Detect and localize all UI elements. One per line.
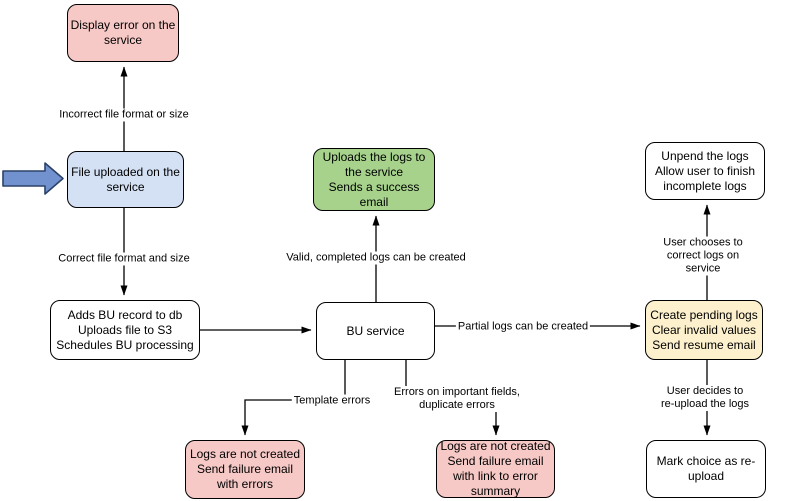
node-bu-service: BU service <box>316 302 435 360</box>
edge-label-user-reuploads: User decides to re-upload the logs <box>657 385 753 411</box>
node-unpend-logs: Unpend the logs Allow user to finish inc… <box>645 142 765 200</box>
node-adds-bu-record: Adds BU record to db Uploads file to S3 … <box>50 300 200 360</box>
edge-label-user-corrects: User chooses to correct logs on service <box>654 236 752 276</box>
edge-label-template-errors: Template errors <box>291 394 373 408</box>
edge-label-incorrect-file: Incorrect file format or size <box>57 108 191 122</box>
edge-label-partial-logs: Partial logs can be created <box>455 320 591 334</box>
node-logs-not-created-summary: Logs are not created Send failure email … <box>436 439 555 498</box>
node-display-error: Display error on the service <box>67 4 179 62</box>
node-create-pending: Create pending logs Clear invalid values… <box>645 300 763 360</box>
node-logs-not-created-errors: Logs are not created Send failure email … <box>185 440 305 499</box>
node-mark-reupload: Mark choice as re- upload <box>646 440 766 498</box>
edge-label-important-errors: Errors on important fields, duplicate er… <box>392 386 522 412</box>
node-uploads-logs: Uploads the logs to the service Sends a … <box>313 148 435 211</box>
edge-label-valid-logs: Valid, completed logs can be created <box>284 251 468 265</box>
entry-pointer-icon <box>2 162 64 195</box>
edge-label-correct-file: Correct file format and size <box>56 252 192 266</box>
node-file-uploaded: File uploaded on the service <box>67 151 184 208</box>
